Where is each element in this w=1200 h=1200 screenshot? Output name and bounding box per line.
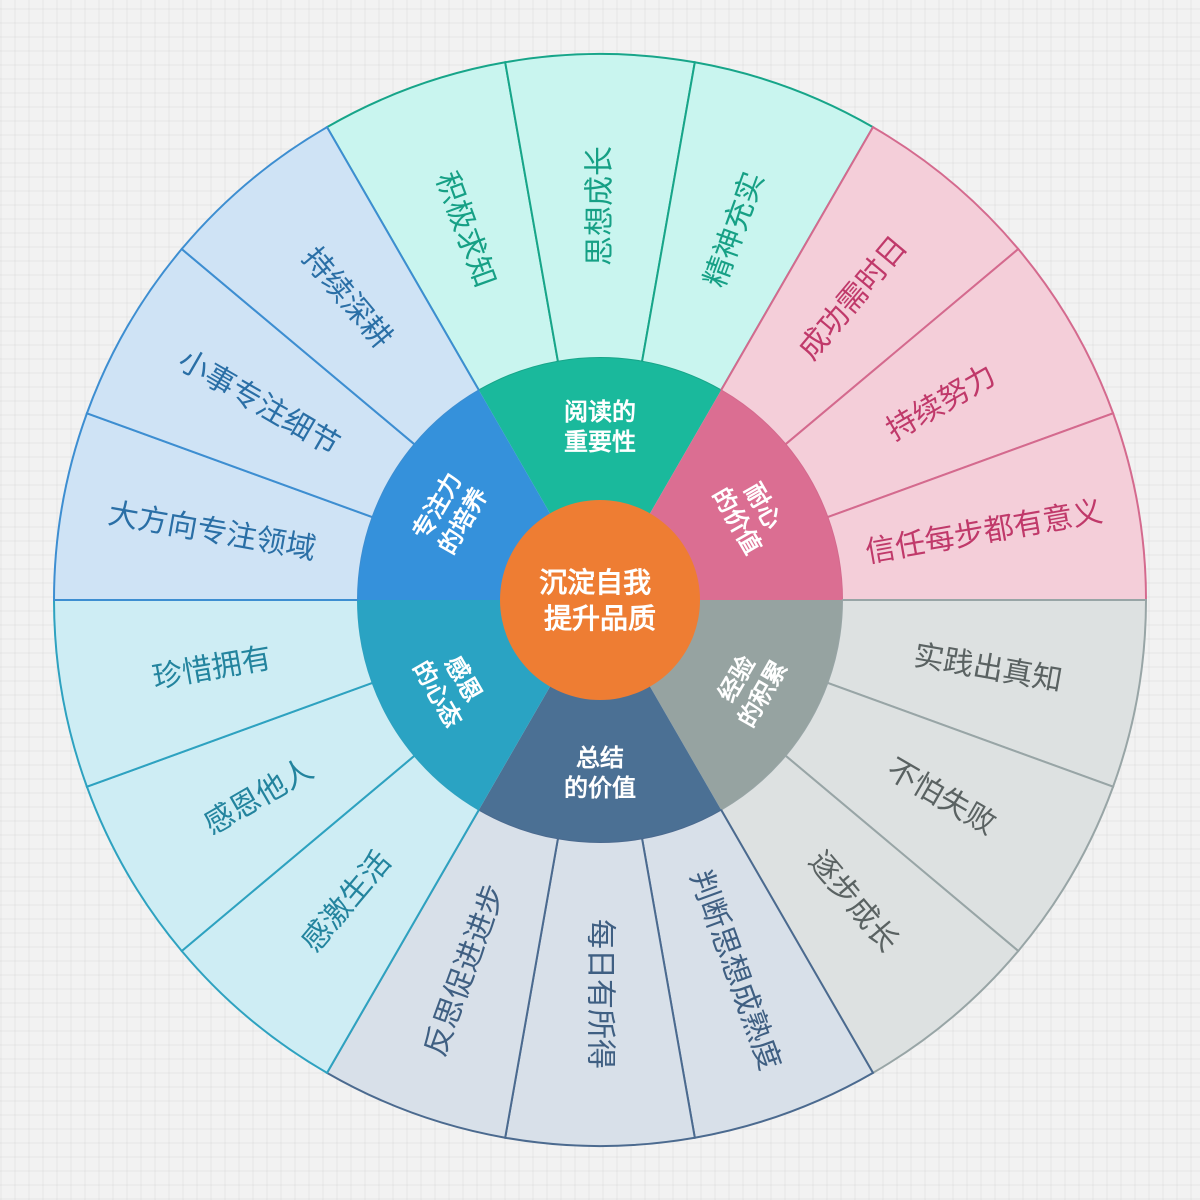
- leaf-node: 大方向专注领域: [52, 411, 374, 601]
- category-sector: [479, 600, 721, 842]
- leaf-node: 思想成长: [504, 53, 696, 363]
- leaf-node: 逐步成长: [719, 754, 1020, 1075]
- center-label-line-1: 沉淀自我: [539, 566, 651, 599]
- category-sector: [479, 357, 721, 600]
- category-label: 总结的价值: [564, 744, 636, 802]
- leaf-node: 每日有所得: [504, 837, 696, 1148]
- center-label: 沉淀自我 提升品质: [539, 566, 661, 635]
- leaf-label: 思想成长: [583, 146, 618, 266]
- category-node: 阅读的重要性: [479, 357, 721, 600]
- center-label-line-2: 提升品质: [544, 602, 656, 635]
- center-circle: [500, 500, 700, 700]
- category-label: 阅读的重要性: [564, 398, 636, 456]
- outer-leaf-ring: 积极求知思想成长精神充实成功需时日持续努力信任每步都有意义实践出真知不怕失败逐步…: [52, 53, 1148, 1148]
- category-label-line: 重要性: [564, 428, 636, 456]
- category-node: 总结的价值: [479, 600, 721, 842]
- category-label-line: 总结: [576, 744, 624, 772]
- category-label-line: 阅读的: [564, 398, 636, 426]
- leaf-node: 珍惜拥有: [52, 599, 374, 789]
- leaf-node: 判断思想成熟度: [640, 808, 875, 1139]
- leaf-label: 每日有所得: [583, 919, 618, 1069]
- category-label-line: 的价值: [564, 774, 636, 802]
- leaf-node: 积极求知: [325, 61, 560, 392]
- leaf-node: 信任每步都有意义: [826, 411, 1148, 601]
- center-node: 沉淀自我 提升品质: [500, 500, 700, 700]
- leaf-node: 持续深耕: [180, 125, 481, 446]
